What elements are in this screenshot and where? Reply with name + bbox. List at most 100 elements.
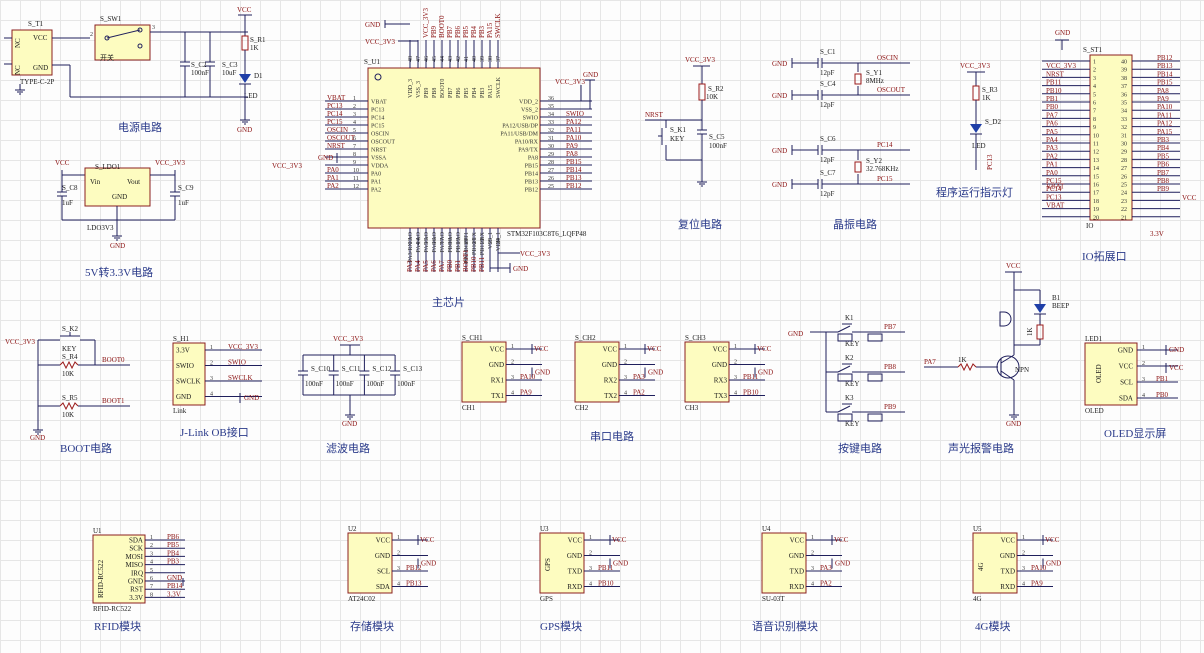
module-u3-net: PB11 [598,564,614,572]
io-left-net: NRST [1046,70,1065,78]
uart-2-part: CH2 [575,404,589,412]
mcu-bottom-net: PA7 [438,260,446,272]
xtal-net: PC14 [877,141,893,149]
module-u3-net: PB10 [598,580,614,588]
io-right-net: PB8 [1157,177,1170,185]
io-left-net: PC14 [1046,185,1062,193]
r5-val: 10K [62,411,74,419]
mcu-right-net: PA10 [566,134,582,142]
mcu-top-pin-name: SWCLK [496,76,502,98]
xtal-cap-val: 12pF [820,101,835,109]
io-left-net: PA1 [1046,161,1058,169]
mcu-bottom-pin-num: 24 [496,238,502,244]
ldo-pin-vin: Vin [90,178,101,186]
mcu-bottom-pin-num: 15 [424,238,430,244]
mcu-left-gnd: GND [318,154,333,162]
mcu-top-pin-name: PA15 [488,85,494,98]
mcu-left-net: PC13 [327,102,343,110]
mcu-bottom-pin-name: PA6/AO [432,231,438,252]
io-left-num: 13 [1093,158,1099,164]
module-u2-net: GND [421,560,436,568]
mcu-bottom-pin-num: 17 [440,238,446,244]
mcu-right-pin-name: VDD_2 [519,100,538,106]
r3-resistor [972,85,980,101]
mcu-top-net: PA15 [486,22,494,38]
io-left-num: 18 [1093,199,1099,205]
mcu-bottom-pin-name: PA4/AO [416,231,422,252]
r3-ref: S_R3 [982,86,998,94]
module-u3-part: GPS [540,595,553,603]
filter-cap-val: 100nF [397,380,415,388]
uart-3-body [684,341,730,403]
uart-1-net: GND [535,369,550,377]
r3-val: 1K [982,94,991,102]
mcu-right-pin-num: 34 [548,112,554,118]
mcu-left-pin-num: 11 [353,176,359,182]
mcu-left-pin-name: NRST [371,148,387,154]
uart-1-net: VCC [534,345,549,353]
oled-pin: SDA [1119,395,1133,403]
boot-gnd: GND [30,434,45,442]
rfid-title: RFID模块 [94,620,141,633]
mcu-left-net: PA1 [327,174,339,182]
c9-ref: S_C9 [178,184,194,192]
ldo-gnd-label: GND [110,242,125,250]
npn-transistor [996,355,1020,379]
mcu-top-pin-num: 48 [408,56,414,62]
io-left-num: 10 [1093,133,1099,139]
rfid-pin: SDA [129,537,143,545]
alarm-circuit: VCC B1 BEEP 1K PA7 1K NPN GND 声光报警电路 [924,262,1069,455]
mcu-top-net: PB5 [462,25,470,38]
io-right-num: 21 [1121,215,1127,221]
boot-vcc3: VCC_3V3 [5,338,35,346]
ldo-circuit-title: 5V转3.3V电路 [85,265,153,279]
key-net: PB7 [884,323,897,331]
uart-3-pin: TX3 [714,392,727,400]
uart-2-num: 4 [624,391,627,397]
r2-ref: S_R2 [708,85,724,93]
io-left-num: 12 [1093,150,1099,156]
mcu-right-pin-num: 30 [548,144,554,150]
filter-cap-ref: S_C13 [403,365,423,373]
module-u4-net: PA2 [820,580,832,588]
io-right-num: 32 [1121,125,1127,131]
xtal-cap-ref: S_C1 [820,48,836,56]
alarm-gnd: GND [1006,420,1021,428]
module-u2-num: 2 [397,551,400,557]
key-body [867,413,883,422]
io-right-net: PB9 [1157,185,1170,193]
io-right-net: PA11 [1157,111,1173,119]
io-right-num: 35 [1121,101,1127,107]
svg-text:2: 2 [90,32,93,38]
module-u4-pin: RXD [789,583,804,591]
mcu-left-pin-num: 7 [353,144,356,150]
xtal-cap-val: 12pF [820,69,835,77]
io-left-num: 2 [1093,68,1096,74]
io-title: IO拓展口 [1082,249,1127,263]
uart-3-pin: RX3 [714,377,728,385]
mcu-right-pin-num: 28 [548,160,554,166]
module-u4-net: GND [835,560,850,568]
mcu-bottom-pin-name: VSS_1 [488,232,494,249]
uart-2-ref: S_CH2 [575,334,596,342]
reset-title: 复位电路 [678,217,722,231]
mcu-title: 主芯片 [432,295,465,309]
voice-title: 语音识别模块 [752,619,818,633]
mcu-right-net: PB13 [566,174,582,182]
mcu-top-net: BOOT0 [438,15,446,38]
jlink-pin: 3.3V [176,347,190,355]
mcu-top-pin-num: 40 [472,56,478,62]
rfid-num: 1 [150,535,153,541]
io-right-num: 23 [1121,199,1127,205]
io-right-num: 29 [1121,150,1127,156]
io-right-num: 33 [1121,117,1127,123]
io-right-net: PA10 [1157,103,1173,111]
mcu-bottom-pins: PA3/RX/AO13PA3PA4/AO14PA4PA5/AO15PA5PA6/… [406,228,550,273]
oled-ref: LED1 [1085,335,1103,343]
mcu-right-pin-name: SWIO [523,116,539,122]
key-contact [837,325,851,333]
